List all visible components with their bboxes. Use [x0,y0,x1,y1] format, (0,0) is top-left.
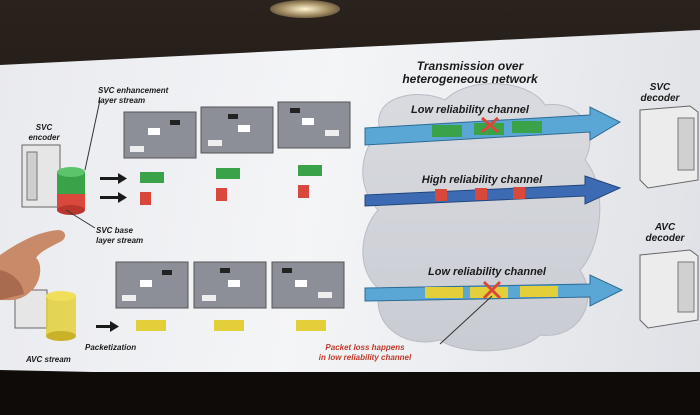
base-label-2: layer stream [96,236,143,245]
avc-out-arrow [96,321,119,332]
avc-stream-label: AVC stream [25,355,71,364]
svc-decoder-icon [639,105,699,189]
header-line1: Transmission over [417,59,525,73]
svc-decoder-label-1: SVC [650,82,671,93]
avc-decoder-label-2: decoder [646,233,686,244]
svc-frame-1 [123,111,197,159]
note-line1: Packet loss happens [325,343,405,352]
ceiling-light [270,0,340,18]
base-label-1: SVC base [96,226,133,235]
svc-encoder-label-2: encoder [28,133,60,142]
channel-top-arrow [364,106,622,146]
channel-middle-arrow [364,175,622,207]
svc-packets [140,165,322,205]
avc-frame-1 [115,261,189,309]
network-cloud [362,83,601,352]
channel-bottom-arrow [364,274,624,307]
svc-frame-3 [277,101,351,149]
avc-decoder-icon [639,249,699,329]
enh-label-1: SVC enhancement [98,86,169,95]
avc-frame-3 [271,261,345,309]
channel-top-label: Low reliability channel [411,104,530,116]
avc-frame-2 [193,261,267,309]
note-line2: in low reliability channel [319,353,412,362]
svc-frame-2 [200,106,274,154]
channel-middle-label: High reliability channel [422,174,543,186]
svc-decoder-label-2: decoder [641,93,681,104]
enh-label-2: layer stream [98,96,145,105]
avc-packets [136,320,326,331]
channel-bottom-label: Low reliability channel [428,266,547,278]
svc-encoder-label-1: SVC [36,123,53,132]
avc-cylinder [46,291,76,341]
presenter-hand [0,230,66,301]
header-line2: heterogeneous network [402,72,539,86]
avc-decoder-label-1: AVC [654,222,676,233]
svc-out-arrows [100,173,127,203]
floor [0,372,700,415]
packetization-label: Packetization [85,343,136,352]
svc-layer-cylinder [57,167,85,215]
svc-encoder-icon [21,144,61,208]
